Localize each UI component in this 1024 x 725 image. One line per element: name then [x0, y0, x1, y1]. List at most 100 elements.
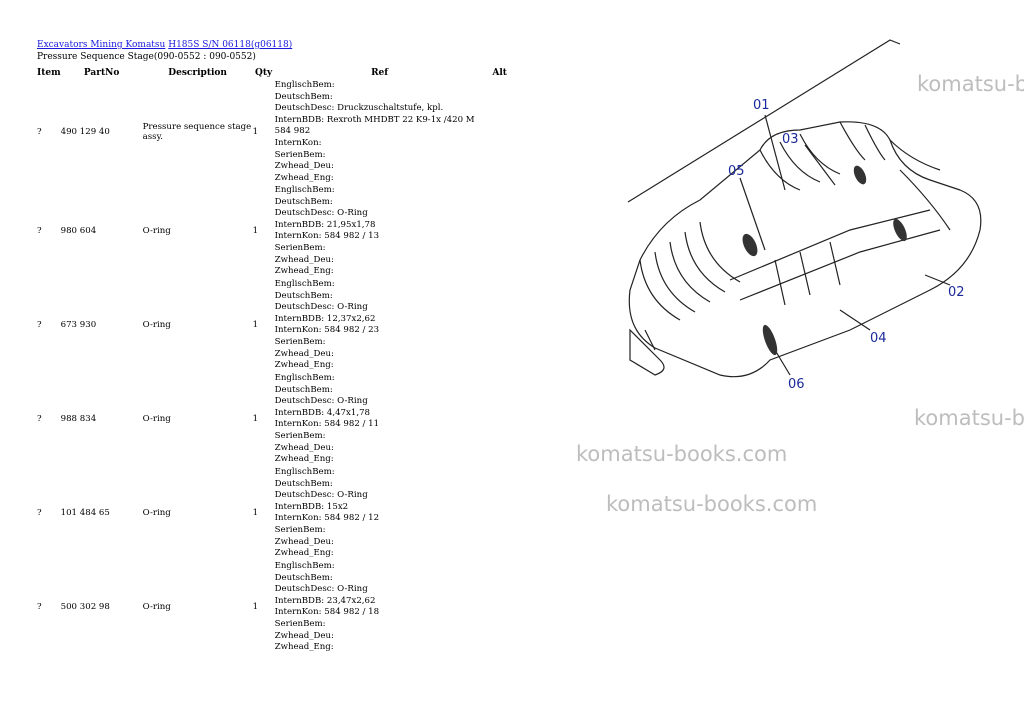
item-cell: ? — [37, 508, 42, 519]
ref-line: InternBDB: 23,47x2,62 — [274, 595, 376, 606]
partno-cell: 673 930 — [60, 320, 97, 331]
ref-line: SerienBem: — [274, 242, 326, 253]
ref-line: InternBDB: 21,95x1,78 — [274, 219, 376, 230]
qty-cell: 1 — [252, 602, 259, 613]
o-ring-02 — [893, 218, 907, 242]
table-header: Item PartNo Description Qty Ref Alt — [37, 66, 515, 80]
ref-line: Zwhead_Deu: — [274, 348, 334, 359]
ref-line: EnglischBem: — [274, 278, 335, 289]
ref-line: DeutschBem: — [274, 91, 333, 102]
description-cell: O-ring — [142, 602, 171, 613]
ref-line: Zwhead_Deu: — [274, 630, 334, 641]
watermark-text: komatsu-books.com — [576, 442, 788, 466]
partno-cell: 980 604 — [60, 226, 97, 237]
ref-line: Zwhead_Eng: — [274, 172, 334, 183]
column-header-ref: Ref — [371, 68, 389, 78]
ref-line: DeutschDesc: O-Ring — [274, 490, 368, 501]
callout-label: 04 — [870, 331, 887, 346]
qty-cell: 1 — [252, 127, 259, 138]
ref-line: 584 982 — [274, 126, 311, 137]
ref-line: DeutschBem: — [274, 196, 333, 207]
ref-line: InternKon: 584 982 / 12 — [274, 513, 380, 524]
ref-line: Zwhead_Eng: — [274, 548, 334, 559]
ref-line: InternBDB: 15x2 — [274, 501, 349, 512]
ref-line: Zwhead_Deu: — [274, 254, 334, 265]
o-ring-06 — [762, 324, 778, 356]
qty-cell: 1 — [252, 508, 259, 519]
ref-line: EnglischBem: — [274, 560, 335, 571]
column-header-partno: PartNo — [83, 68, 120, 78]
ref-line: EnglischBem: — [274, 80, 335, 90]
ref-line: DeutschBem: — [274, 478, 333, 489]
ref-line: InternBDB: Rexroth MHDBT 22 K9-1x /420 M — [274, 114, 475, 125]
page-title: Pressure Sequence Stage(090-0552 : 090-0… — [37, 52, 256, 62]
callout-label: 02 — [948, 285, 965, 300]
alt-cell — [485, 560, 515, 654]
breadcrumb-link-category[interactable]: Excavators Mining Komatsu — [37, 40, 166, 50]
ref-line: Zwhead_Deu: — [274, 536, 334, 547]
ref-line: SerienBem: — [274, 336, 326, 347]
exploded-view-drawing: 01 02 03 04 05 06 — [627, 39, 982, 392]
alt-cell — [485, 80, 515, 184]
ref-line: InternBDB: 12,37x2,62 — [274, 313, 376, 324]
description-cell: Pressure sequence stage assy. — [142, 122, 252, 143]
qty-cell: 1 — [252, 320, 259, 331]
ref-cell: EnglischBem:DeutschBem:DeutschDesc: O-Ri… — [275, 560, 485, 654]
ref-cell: EnglischBem:DeutschBem:DeutschDesc: O-Ri… — [275, 184, 485, 278]
item-cell: ? — [37, 127, 42, 138]
ref-line: DeutschDesc: O-Ring — [274, 396, 368, 407]
watermark-text: komatsu-books.com — [606, 492, 818, 516]
ref-line: DeutschDesc: O-Ring — [274, 584, 368, 595]
ref-line: EnglischBem: — [274, 466, 335, 477]
ref-line: Zwhead_Deu: — [274, 442, 334, 453]
column-header-alt: Alt — [492, 68, 507, 78]
alt-cell — [485, 184, 515, 278]
partno-cell: 490 129 40 — [60, 127, 110, 138]
callout-label: 05 — [728, 164, 745, 179]
o-ring-03 — [853, 165, 867, 185]
ref-cell: EnglischBem:DeutschBem:DeutschDesc: Druc… — [275, 80, 485, 184]
ref-line: InternKon: — [274, 137, 322, 148]
partno-cell: 500 302 98 — [60, 602, 110, 613]
dimension-line — [627, 39, 901, 203]
ref-line: SerienBem: — [274, 430, 326, 441]
ref-line: DeutschDesc: Druckzuschaltstufe, kpl. — [274, 103, 444, 114]
ref-line: SerienBem: — [274, 524, 326, 535]
description-cell: O-ring — [142, 320, 171, 331]
partno-cell: 101 484 65 — [60, 508, 110, 519]
alt-cell — [485, 372, 515, 466]
table-row: ? 500 302 98 O-ring 1 EnglischBem:DeutschBem… — [37, 560, 515, 654]
description-cell: O-ring — [142, 414, 171, 425]
watermark-text: komatsu-b — [917, 72, 1024, 96]
callout-label: 01 — [753, 98, 770, 113]
callout-label: 06 — [788, 377, 805, 392]
breadcrumb-link-model[interactable]: H185S S/N 06118(g06118) — [168, 40, 293, 50]
column-header-description: Description — [168, 68, 227, 78]
ref-line: InternKon: 584 982 / 23 — [274, 325, 380, 336]
valve-body-outline — [628, 121, 982, 378]
description-cell: O-ring — [142, 508, 171, 519]
ref-cell: EnglischBem:DeutschBem:DeutschDesc: O-Ri… — [275, 278, 485, 372]
ref-cell: EnglischBem:DeutschBem:DeutschDesc: O-Ri… — [275, 372, 485, 466]
column-header-item: Item — [37, 68, 61, 78]
item-cell: ? — [37, 414, 42, 425]
ref-line: InternKon: 584 982 / 13 — [274, 231, 380, 242]
ref-line: DeutschDesc: O-Ring — [274, 302, 368, 313]
ref-line: SerienBem: — [274, 149, 326, 160]
ref-line: EnglischBem: — [274, 372, 335, 383]
ref-line: InternKon: 584 982 / 11 — [274, 419, 380, 430]
parts-table: Item PartNo Description Qty Ref Alt ? 490… — [37, 66, 515, 654]
ref-line: Zwhead_Eng: — [274, 360, 334, 371]
table-row: ? 101 484 65 O-ring 1 EnglischBem:DeutschBem… — [37, 466, 515, 560]
item-cell: ? — [37, 602, 42, 613]
ref-line: Zwhead_Eng: — [274, 642, 334, 653]
description-cell: O-ring — [142, 226, 171, 237]
ref-cell: EnglischBem:DeutschBem:DeutschDesc: O-Ri… — [275, 466, 485, 560]
ref-line: InternKon: 584 982 / 18 — [274, 607, 380, 618]
column-header-qty: Qty — [255, 68, 273, 78]
item-cell: ? — [37, 226, 42, 237]
ref-line: InternBDB: 4,47x1,78 — [274, 407, 370, 418]
ref-line: SerienBem: — [274, 618, 326, 629]
